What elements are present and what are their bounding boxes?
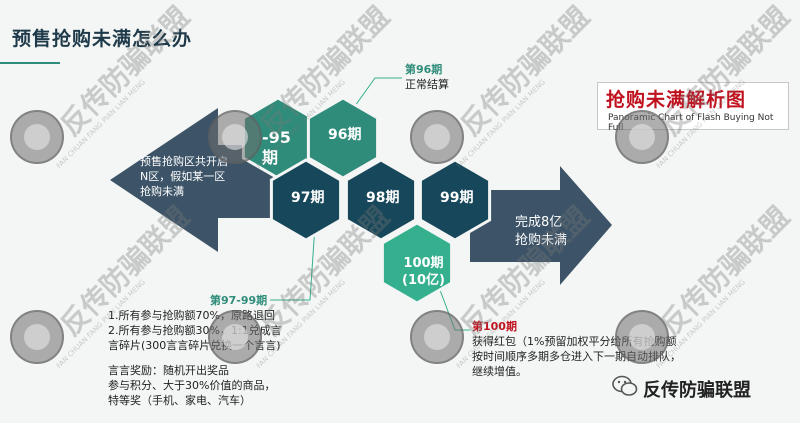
- callout-96-title: 第96期: [405, 63, 443, 76]
- callout-96-desc: 正常结算: [405, 78, 449, 91]
- prize-line-2: 参与积分、大于30%价值的商品，: [108, 379, 276, 392]
- hex-shape: [344, 158, 418, 242]
- watermark-seal: [410, 310, 464, 364]
- watermark-seal: [10, 110, 64, 164]
- wechat-icon: [612, 375, 638, 396]
- callout-100-line-3: 继续增值。: [472, 365, 527, 378]
- prize-line-3: 特等奖（手机、家电、汽车）: [108, 394, 251, 407]
- right-arrow: [470, 166, 612, 285]
- watermark-seal: [208, 110, 262, 164]
- hex-shape: [269, 158, 343, 242]
- callout-97-line: [270, 224, 316, 301]
- chart-title: 抢购未满解析图: [606, 89, 747, 111]
- watermark-seal: [410, 110, 464, 164]
- watermark-seal: [10, 310, 64, 364]
- callout-100-title: 第100期: [472, 320, 517, 333]
- right-arrow-line-1: 完成8亿: [515, 215, 563, 230]
- left-arrow-line-1: 预售抢购区共开启: [140, 155, 228, 168]
- left-arrow-line-3: 抢购未满: [140, 185, 184, 198]
- prize-line-1: 言言奖励：随机开出奖品: [108, 364, 229, 377]
- page-title: 预售抢购未满怎么办: [12, 28, 193, 50]
- logo-text: 反传防骗联盟: [643, 380, 751, 401]
- left-arrow-line-2: N区，假如某一区: [140, 170, 226, 183]
- watermark-seal: [615, 310, 669, 364]
- hex-label-99: 99期: [440, 190, 474, 206]
- hex-label-97: 97期: [291, 190, 325, 206]
- hex-label-100: 100期 (10亿): [402, 256, 445, 288]
- hex-shape: [418, 158, 492, 242]
- hex-label-96: 96期: [328, 127, 362, 143]
- hex-label-95: -95 期: [262, 128, 291, 167]
- title-underline: [0, 62, 60, 64]
- hex-label-98: 98期: [366, 190, 400, 206]
- hex-shape: [380, 221, 454, 305]
- callout-97-99-title: 第97-99期: [210, 294, 268, 307]
- hex-shape: [306, 96, 380, 180]
- watermark-seal: [615, 110, 669, 164]
- right-arrow-line-2: 抢购未满: [515, 233, 568, 248]
- watermark-seal: [208, 310, 262, 364]
